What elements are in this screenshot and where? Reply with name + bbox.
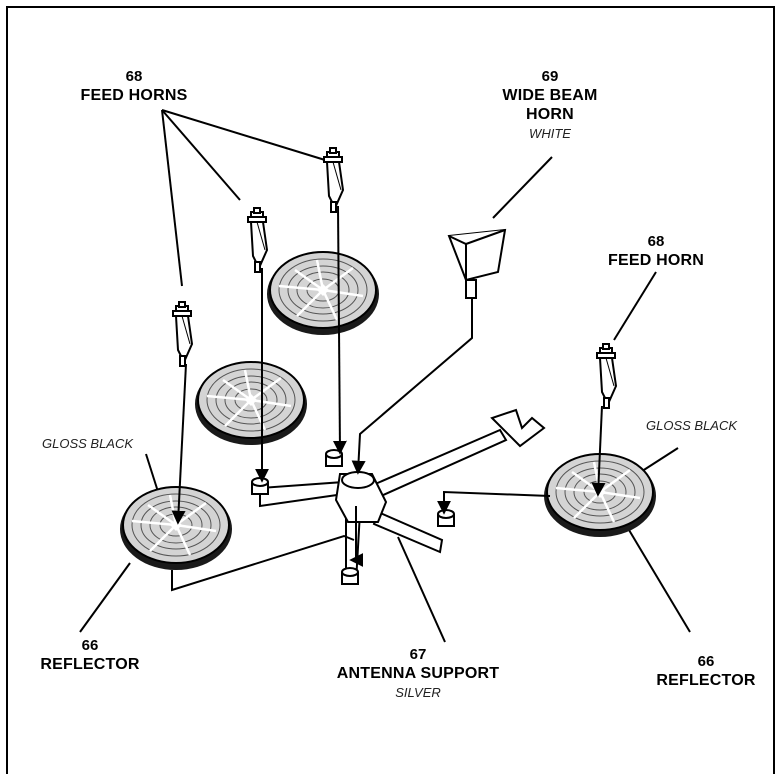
reflector-left-name: REFLECTOR — [40, 656, 140, 673]
antenna-support-name: ANTENNA SUPPORT — [336, 665, 500, 682]
label-reflector-left: 66 REFLECTOR — [20, 636, 160, 674]
antenna-support — [259, 408, 546, 583]
feed-horn-number: 68 — [647, 233, 665, 250]
wide-beam-horn-number: 69 — [541, 68, 559, 85]
feed-horn-upper — [323, 147, 344, 213]
wide-beam-horn-finish: WHITE — [529, 126, 571, 141]
wide-beam-horn — [447, 228, 507, 299]
antenna-support-number: 67 — [409, 646, 427, 663]
reflector-dish-upper — [265, 250, 381, 337]
label-feed-horns: 68 FEED HORNS — [64, 67, 204, 105]
reflector-dish-middle — [193, 360, 309, 447]
reflector-right-name: REFLECTOR — [656, 672, 756, 689]
leader-lines — [79, 109, 691, 643]
diagram-border — [6, 6, 775, 774]
feed-horn-name: FEED HORN — [607, 252, 705, 269]
feed-horn-middle — [247, 207, 268, 273]
wide-beam-horn-name-1: WIDE BEAM — [502, 87, 598, 104]
feed-horn-right — [596, 343, 617, 409]
label-wide-beam-horn: 69 WIDE BEAM HORN WHITE — [480, 67, 620, 143]
reflector-dish-left — [118, 485, 234, 572]
label-feed-horn: 68 FEED HORN — [586, 232, 726, 270]
feed-horns-name: FEED HORNS — [80, 87, 188, 104]
label-gloss-black-left: GLOSS BLACK — [42, 436, 134, 451]
feed-horn-left — [172, 301, 193, 367]
label-reflector-right: 66 REFLECTOR — [636, 652, 776, 690]
antenna-support-finish: SILVER — [395, 685, 441, 700]
feed-horns-number: 68 — [125, 68, 143, 85]
wide-beam-horn-name-2: HORN — [526, 106, 574, 123]
assembly-arrows — [171, 205, 606, 592]
label-gloss-black-right: GLOSS BLACK — [646, 418, 738, 433]
reflector-left-number: 66 — [81, 637, 99, 654]
reflector-right-number: 66 — [697, 653, 715, 670]
label-antenna-support: 67 ANTENNA SUPPORT SILVER — [318, 645, 518, 702]
